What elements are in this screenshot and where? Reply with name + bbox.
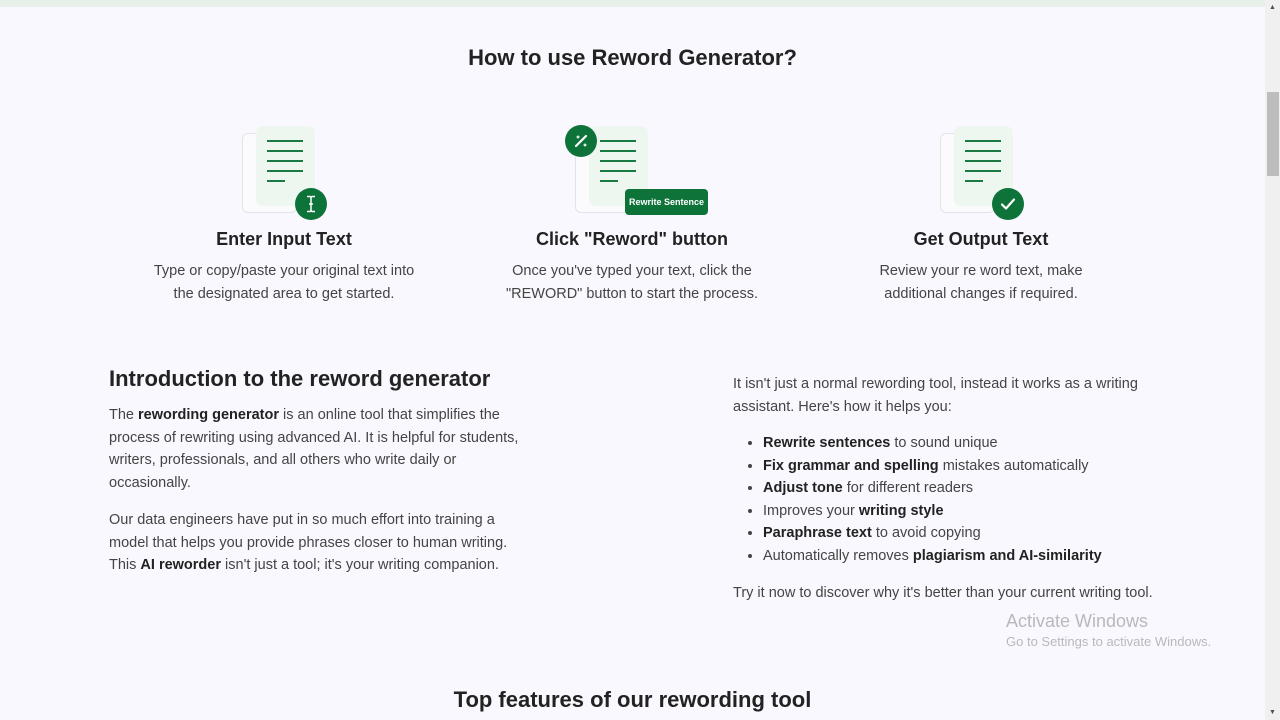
- benefits-section: It isn't just a normal rewording tool, i…: [733, 373, 1163, 605]
- scroll-down-arrow-icon[interactable]: ▼: [1269, 709, 1276, 716]
- document-icon: [928, 118, 1048, 223]
- intro-section: Introduction to the reword generator The…: [109, 366, 529, 577]
- checkmark-icon: [992, 188, 1024, 220]
- windows-activation-watermark: Activate Windows Go to Settings to activ…: [1006, 611, 1212, 649]
- step-title: Enter Input Text: [216, 229, 352, 249]
- list-item: Rewrite sentences to sound unique: [763, 432, 1163, 455]
- page-content: [0, 7, 1265, 720]
- magic-wand-icon: [565, 125, 597, 157]
- step-click-reword: Rewrite Sentence Click "Reword" button O…: [472, 118, 792, 305]
- top-banner-edge: [0, 0, 1265, 7]
- intro-paragraph-1: The rewording generator is an online too…: [109, 407, 519, 491]
- features-title: Top features of our rewording tool: [453, 687, 812, 712]
- intro-title: Introduction to the reword generator: [109, 366, 491, 391]
- benefits-closing: Try it now to discover why it's better t…: [733, 585, 1153, 601]
- rewrite-sentence-illustration: Rewrite Sentence: [625, 189, 708, 215]
- step-description: Review your re word text, make additiona…: [879, 263, 1083, 302]
- list-item: Adjust tone for different readers: [763, 477, 1163, 500]
- step-description: Type or copy/paste your original text in…: [153, 263, 415, 302]
- list-item: Automatically removes plagiarism and AI-…: [763, 545, 1163, 568]
- scrollbar-thumb[interactable]: [1267, 92, 1279, 176]
- step-enter-input: Enter Input Text Type or copy/paste your…: [124, 118, 444, 305]
- scroll-up-arrow-icon[interactable]: ▲: [1269, 4, 1276, 11]
- vertical-scrollbar[interactable]: ▲ ▼: [1265, 0, 1280, 720]
- benefits-list: Rewrite sentences to sound unique Fix gr…: [763, 432, 1163, 567]
- document-icon: [230, 118, 350, 223]
- list-item: Paraphrase text to avoid copying: [763, 522, 1163, 545]
- step-title: Click "Reword" button: [535, 229, 729, 249]
- document-icon: Rewrite Sentence: [563, 118, 713, 223]
- step-get-output: Get Output Text Review your re word text…: [821, 118, 1141, 305]
- step-title: Get Output Text: [913, 229, 1049, 249]
- step-description: Once you've typed your text, click the "…: [505, 263, 759, 302]
- benefits-intro: It isn't just a normal rewording tool, i…: [733, 376, 1138, 415]
- list-item: Fix grammar and spelling mistakes automa…: [763, 455, 1163, 478]
- list-item: Improves your writing style: [763, 500, 1163, 523]
- how-to-title: How to use Reword Generator?: [468, 45, 797, 70]
- how-to-steps: Enter Input Text Type or copy/paste your…: [0, 118, 1265, 318]
- intro-paragraph-2: Our data engineers have put in so much e…: [109, 512, 508, 573]
- text-cursor-icon: [295, 188, 327, 220]
